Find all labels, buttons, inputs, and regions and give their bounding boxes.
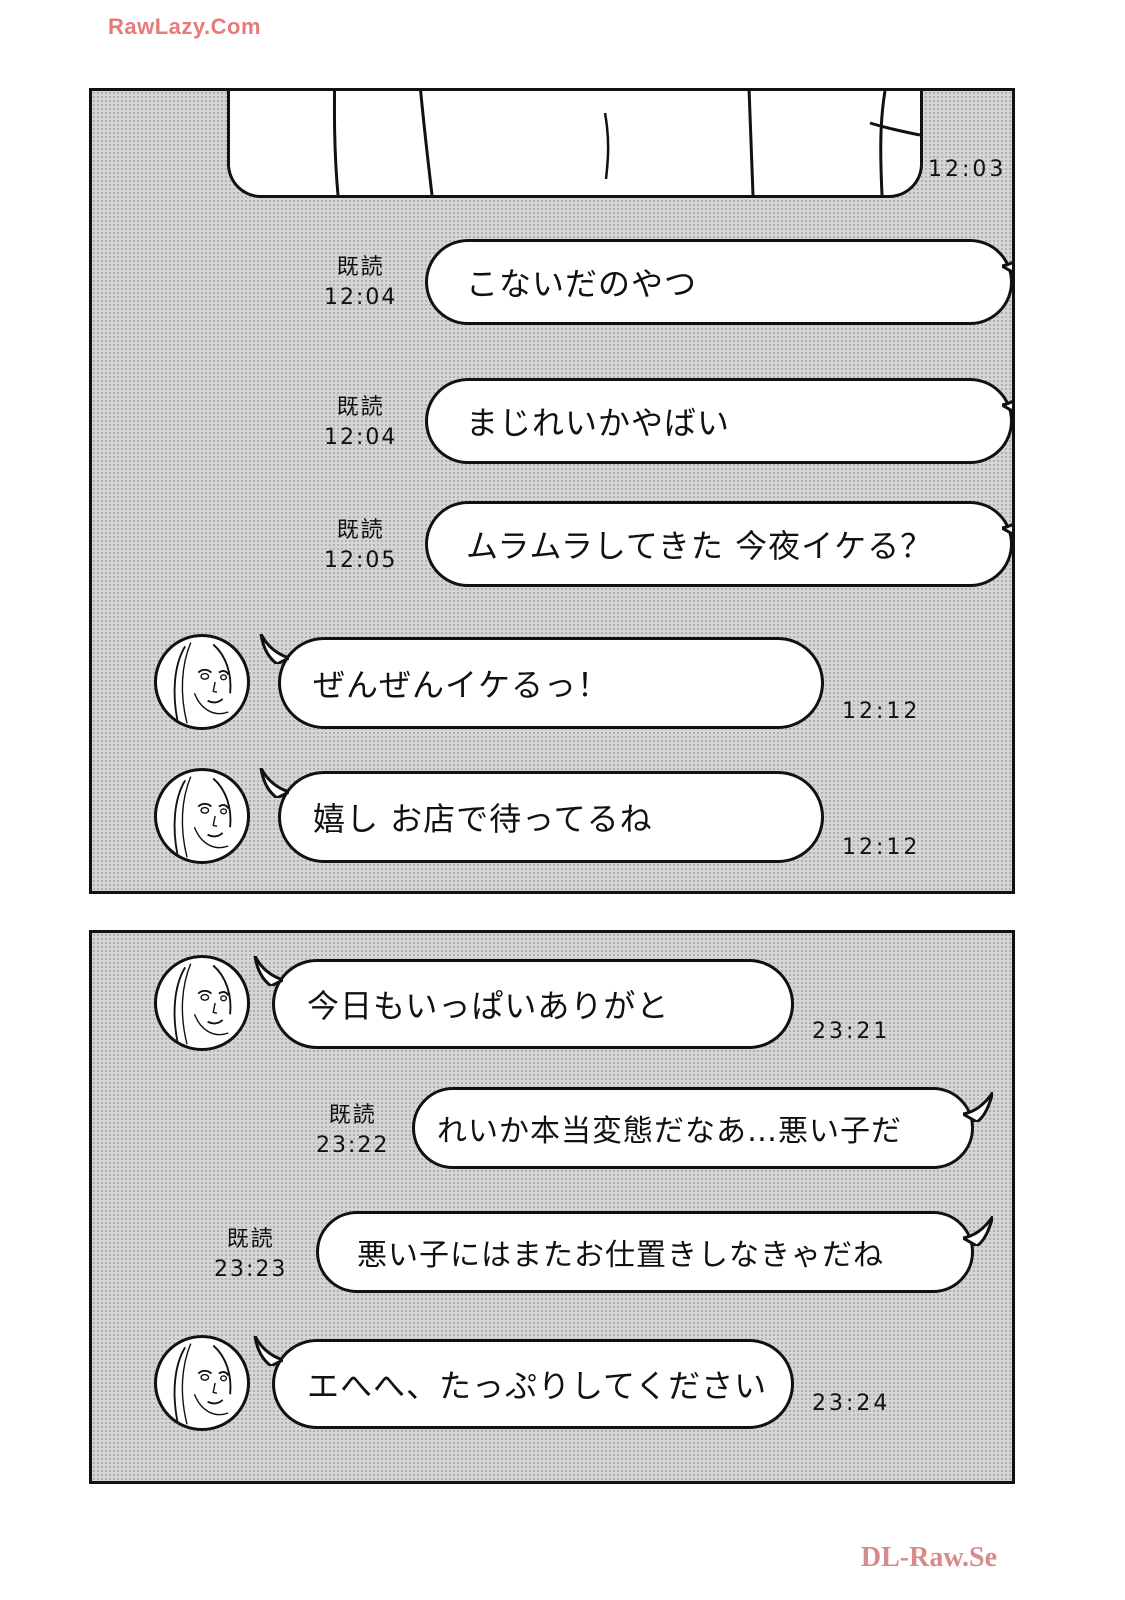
outgoing-message-bubble[interactable]: れいか本当変態だなあ…悪い子だ (412, 1087, 993, 1169)
outgoing-message-bubble[interactable]: ムラムラしてきた 今夜イケる？ (425, 501, 1012, 587)
message-meta: 既読 23:22 (316, 1101, 389, 1161)
incoming-message-bubble[interactable]: ぜんぜんイケるっ！ (259, 634, 824, 729)
read-status: 既読 (226, 1227, 275, 1252)
chat-panel-2: 今日もいっぱいありがと 23:21 既読 23:22 れいか本当変態だなあ…悪い… (89, 930, 1015, 1484)
message-meta: 既読 12:04 (324, 393, 397, 453)
bubble-tail-icon (253, 956, 283, 986)
incoming-message-bubble[interactable]: 嬉し お店で待ってるね (259, 768, 824, 863)
read-status: 既読 (336, 395, 385, 420)
message-time: 12:04 (324, 285, 398, 310)
message-meta: 既読 12:04 (324, 253, 397, 313)
message-text: 悪い子にはまたお仕置きしなきゃだね (357, 1238, 884, 1273)
watermark-bottom: DL-Raw.Se (860, 1542, 997, 1573)
bubble-tail-icon (963, 1092, 993, 1122)
woman-avatar-icon[interactable] (154, 634, 250, 730)
message-meta: 既読 23:23 (214, 1225, 287, 1285)
bubble-tail-icon (1002, 400, 1012, 413)
bubble-tail-icon (253, 1336, 283, 1366)
outgoing-message-bubble[interactable]: 悪い子にはまたお仕置きしなきゃだね (316, 1211, 993, 1293)
message-meta: 既読 12:05 (324, 516, 397, 576)
message-time: 12:05 (324, 548, 398, 573)
message-text: まじれいかやばい (466, 404, 731, 442)
message-text: エへへ、たっぷりしてください (307, 1367, 768, 1405)
message-text: れいか本当変態だなあ…悪い子だ (437, 1114, 902, 1149)
message-text: 今日もいっぱいありがと (307, 987, 670, 1025)
image-message-time: 12:03 (928, 157, 1007, 182)
bubble-tail-icon (1002, 261, 1012, 274)
woman-avatar-icon[interactable] (154, 955, 250, 1051)
message-time: 23:21 (812, 1019, 891, 1044)
watermark-top: RawLazy.Com (108, 14, 262, 39)
incoming-message-bubble[interactable]: エへへ、たっぷりしてください (253, 1336, 794, 1429)
woman-avatar-icon[interactable] (154, 768, 250, 864)
outgoing-message-bubble[interactable]: こないだのやつ (425, 239, 1012, 325)
message-time: 12:12 (842, 835, 921, 860)
message-text: ぜんぜんイケるっ！ (313, 666, 611, 704)
message-text: 嬉し お店で待ってるね (313, 800, 653, 838)
bubble-tail-icon (963, 1216, 993, 1246)
message-text: ムラムラしてきた 今夜イケる？ (466, 527, 934, 565)
bubble-tail-icon (259, 768, 289, 798)
incoming-message-bubble[interactable]: 今日もいっぱいありがと (253, 956, 794, 1049)
message-time: 23:24 (812, 1391, 891, 1416)
bubble-tail-icon (259, 634, 289, 664)
image-sketch-icon (332, 91, 920, 195)
message-time: 12:12 (842, 699, 921, 724)
message-text: こないだのやつ (466, 265, 698, 303)
outgoing-message-bubble[interactable]: まじれいかやばい (425, 378, 1012, 464)
bubble-tail-icon (1002, 523, 1012, 536)
image-message[interactable] (227, 91, 923, 198)
message-time: 23:23 (214, 1257, 288, 1282)
woman-avatar-icon[interactable] (154, 1335, 250, 1431)
read-status: 既読 (336, 518, 385, 543)
chat-panel-1: 12:03 既読 12:04 こないだのやつ 既読 12:04 まじれいかやばい… (89, 88, 1015, 894)
read-status: 既読 (336, 255, 385, 280)
message-time: 12:04 (324, 425, 398, 450)
message-time: 23:22 (316, 1133, 390, 1158)
read-status: 既読 (328, 1103, 377, 1128)
